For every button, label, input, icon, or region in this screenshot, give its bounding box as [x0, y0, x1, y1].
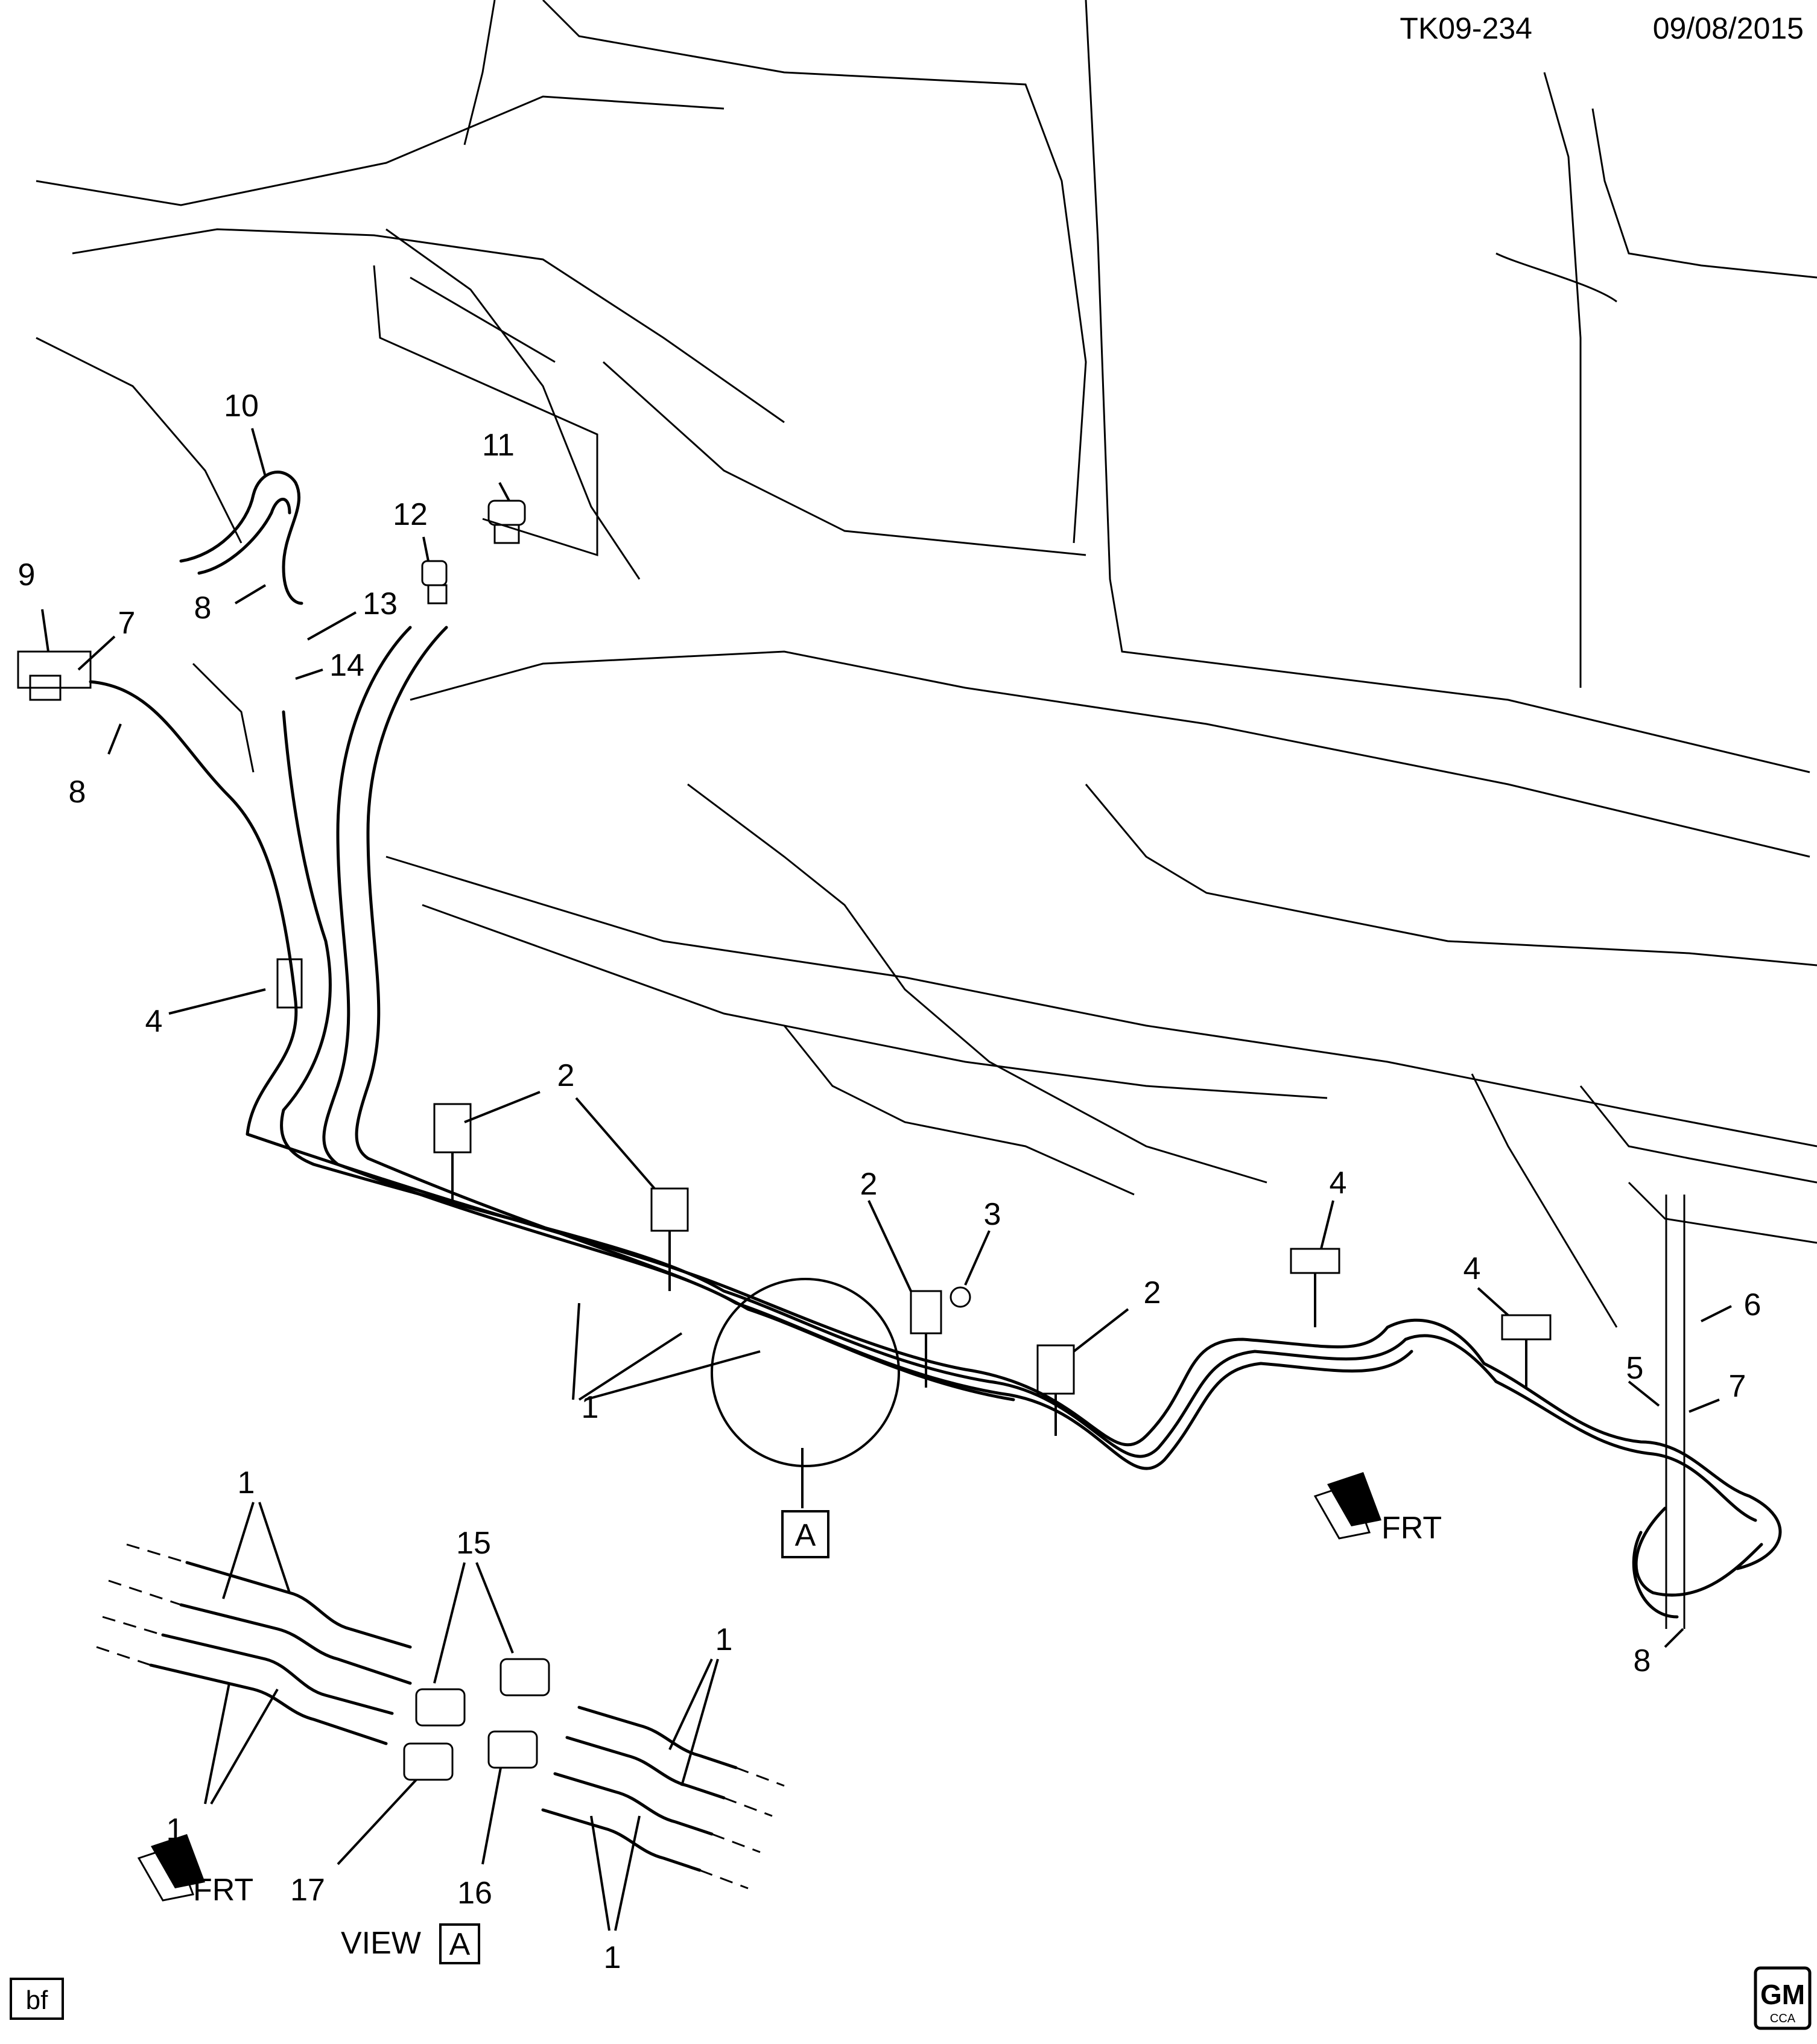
- callout-12: 12: [393, 497, 428, 532]
- callout-7: 7: [118, 606, 136, 641]
- callout-1-view-top: 1: [238, 1465, 255, 1500]
- gm-logo-sub: CCA: [1770, 2012, 1796, 2025]
- callout-1-main: 1: [582, 1390, 599, 1425]
- connector-part-12: [421, 560, 448, 605]
- hose-part-10-inner: [197, 498, 291, 575]
- detail-a-circle: [711, 1278, 900, 1467]
- callout-14: 14: [329, 648, 364, 683]
- callout-1-view-bottom: 1: [604, 1940, 621, 1975]
- leader-lines: [41, 428, 1732, 1648]
- view-letter: A: [449, 1927, 471, 1962]
- callout-8-top: 8: [194, 591, 212, 626]
- callout-6: 6: [1744, 1287, 1762, 1322]
- front-arrow-main: FRT: [1313, 1472, 1442, 1546]
- brake-line-bundle: [89, 626, 1782, 1619]
- callout-17: 17: [290, 1873, 325, 1908]
- callout-2-a: 2: [557, 1058, 575, 1093]
- front-arrow-view: FRT: [137, 1834, 253, 1908]
- callout-16: 16: [457, 1876, 492, 1911]
- view-letter-box: [439, 1923, 480, 1964]
- callout-4-left: 4: [145, 1004, 163, 1039]
- vertical-tube-pair: [1665, 1195, 1685, 1629]
- front-arrow-main-label: FRT: [1381, 1511, 1442, 1546]
- callout-13: 13: [363, 586, 398, 621]
- callout-4-right: 4: [1463, 1251, 1481, 1286]
- connector-part-11: [487, 500, 526, 544]
- callout-7-right: 7: [1729, 1369, 1746, 1404]
- detail-a-label: A: [795, 1518, 816, 1553]
- callout-5: 5: [1626, 1351, 1644, 1386]
- clip-part-2: [433, 1103, 1075, 1395]
- grommet-part-3: [950, 1286, 971, 1308]
- front-arrow-view-label: FRT: [193, 1873, 253, 1908]
- callout-8-right: 8: [1634, 1643, 1651, 1678]
- detail-bracket: [373, 265, 598, 557]
- callout-9: 9: [18, 557, 36, 592]
- view-a-detail: [96, 1502, 785, 1931]
- callout-1-view-left: 1: [166, 1812, 184, 1847]
- author-initials: bf: [26, 1985, 48, 2015]
- author-box: [10, 1978, 64, 2020]
- callout-2-c: 2: [1144, 1275, 1161, 1310]
- callout-10: 10: [224, 389, 259, 424]
- detail-a-box: [781, 1510, 829, 1558]
- clip-part-4: [276, 958, 1552, 1341]
- gm-logo: GM CCA: [1754, 1966, 1812, 2030]
- callout-1-view-right: 1: [715, 1622, 733, 1657]
- bracket-part-9: [17, 650, 92, 701]
- callout-8-left: 8: [69, 775, 86, 810]
- diagram-code: TK09-234: [1400, 11, 1532, 45]
- callout-4-mid: 4: [1330, 1166, 1347, 1201]
- vehicle-body: [36, 0, 1817, 1328]
- diagram-date: 09/08/2015: [1653, 11, 1804, 45]
- callout-15: 15: [456, 1526, 491, 1561]
- callout-2-b: 2: [860, 1167, 878, 1202]
- gm-logo-text: GM: [1760, 1979, 1805, 2010]
- hose-part-10: [179, 471, 303, 605]
- view-label: VIEW: [341, 1926, 421, 1961]
- callouts: 10 11 12 9 7 8 13 14 8 4 2 1 2 3 2 4 4 6…: [18, 389, 1762, 1975]
- callout-3: 3: [984, 1197, 1001, 1232]
- callout-11: 11: [482, 428, 515, 463]
